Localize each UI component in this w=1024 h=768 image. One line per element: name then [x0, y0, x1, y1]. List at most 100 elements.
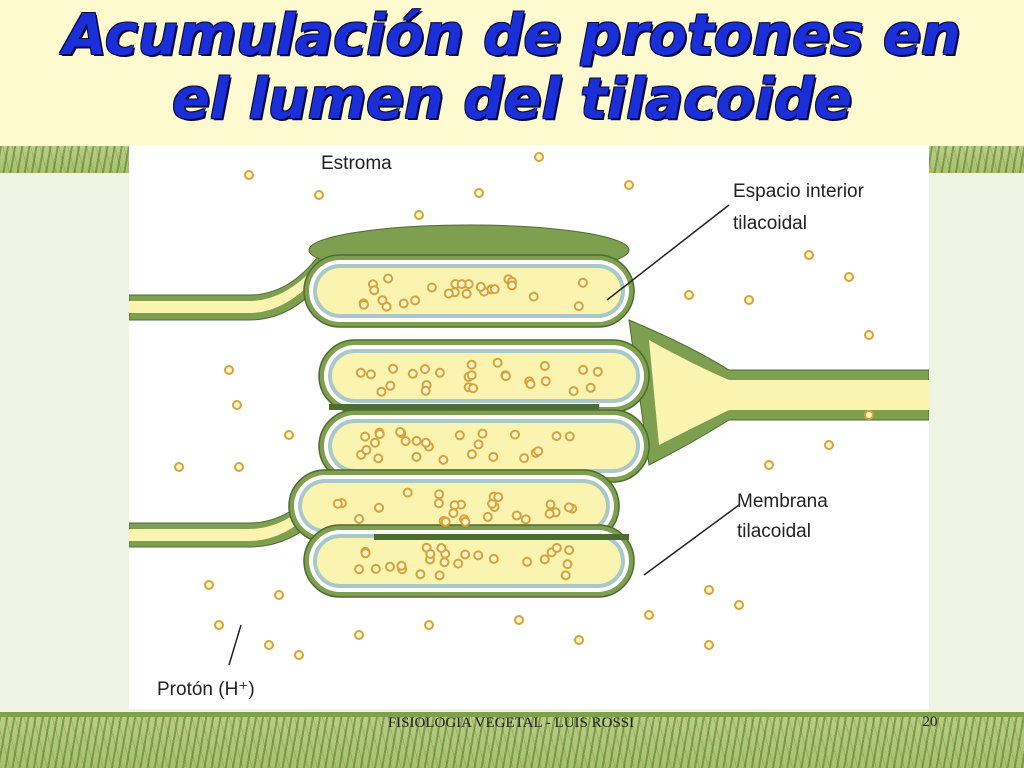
proton-stroma: [294, 650, 304, 660]
footer-rule: [0, 712, 1024, 717]
proton-lumen: [544, 508, 555, 519]
proton-stroma: [224, 365, 234, 375]
proton-stroma: [704, 585, 714, 595]
stroma-lamella-right: [628, 319, 929, 466]
thylakoid-diagram: Estroma Espacio interior tilacoidal Memb…: [129, 145, 929, 709]
proton-lumen: [374, 429, 385, 440]
proton-stroma: [234, 462, 244, 472]
proton-lumen: [438, 454, 449, 465]
proton-lumen: [488, 451, 499, 462]
proton-lumen: [477, 428, 488, 439]
slide-title-line-1: Acumulación de protones en: [63, 3, 961, 68]
label-stroma: Estroma: [321, 153, 392, 174]
proton-stroma: [704, 640, 714, 650]
proton-lumen: [564, 545, 575, 556]
proton-lumen: [370, 437, 380, 448]
proton-lumen: [388, 363, 398, 374]
proton-stroma: [264, 640, 274, 650]
proton-lumen: [511, 510, 522, 521]
protons-group: [174, 152, 874, 660]
proton-lumen: [454, 430, 465, 441]
proton-lumen: [374, 502, 384, 513]
proton-lumen: [488, 553, 499, 564]
proton-lumen: [396, 560, 407, 571]
proton-stroma: [174, 462, 184, 472]
proton-stroma: [232, 400, 242, 410]
proton-lumen: [562, 559, 573, 570]
label-membrane-line-1: Membrana: [737, 491, 828, 512]
proton-lumen: [577, 277, 588, 288]
proton-lumen: [500, 371, 511, 382]
proton-lumen: [434, 489, 445, 500]
proton-lumen: [421, 437, 431, 448]
proton-lumen: [369, 285, 380, 296]
proton-lumen: [434, 367, 445, 378]
proton-stroma: [864, 330, 874, 340]
label-lumen-line-2: tilacoidal: [733, 213, 807, 234]
proton-lumen: [383, 273, 394, 284]
proton-lumen: [460, 516, 471, 527]
proton-stroma: [744, 295, 754, 305]
proton-lumen: [433, 498, 444, 509]
proton-lumen: [563, 502, 574, 513]
proton-lumen: [461, 288, 472, 299]
proton-lumen: [456, 279, 467, 290]
proton-lumen: [434, 570, 445, 581]
proton-lumen: [360, 431, 371, 442]
proton-lumen: [468, 383, 479, 394]
proton-lumen: [361, 445, 372, 455]
stroma-lamella-left-top: [129, 253, 320, 321]
proton-leader-line: [228, 624, 242, 666]
proton-lumen: [492, 357, 503, 368]
proton-lumen: [510, 429, 520, 440]
proton-lumen: [398, 298, 409, 309]
proton-lumen: [448, 508, 459, 519]
proton-lumen: [370, 563, 381, 574]
thylakoid-diagram-svg: Estroma Espacio interior tilacoidal Memb…: [129, 152, 929, 700]
proton-stroma: [764, 460, 774, 470]
proton-lumen: [473, 439, 484, 450]
proton-lumen: [473, 550, 484, 561]
proton-lumen: [385, 380, 396, 391]
proton-lumen: [466, 359, 477, 370]
proton-lumen: [395, 427, 406, 437]
proton-lumen: [377, 295, 388, 306]
proton-stroma: [284, 430, 294, 440]
proton-lumen: [400, 436, 411, 447]
proton-lumen: [522, 556, 533, 567]
proton-stroma: [204, 580, 214, 590]
proton-lumen: [453, 558, 464, 569]
proton-stroma: [214, 620, 224, 630]
proton-lumen: [551, 542, 562, 553]
proton-lumen: [407, 368, 418, 379]
proton-lumen: [482, 511, 493, 522]
proton-lumen: [426, 282, 437, 293]
proton-stroma: [414, 210, 424, 220]
proton-stroma: [864, 410, 874, 420]
proton-lumen: [402, 487, 413, 498]
label-proton: Protón (H⁺): [157, 679, 255, 700]
proton-lumen: [528, 291, 539, 302]
proton-lumen: [489, 284, 500, 295]
proton-lumen: [420, 364, 430, 375]
footer-text: FISIOLOGIA VEGETAL - LUIS ROSSI: [387, 715, 635, 731]
proton-stroma: [804, 250, 814, 260]
proton-stroma: [474, 188, 484, 198]
proton-lumen: [466, 449, 477, 460]
label-membrane-line-2: tilacoidal: [737, 521, 811, 542]
proton-lumen: [573, 301, 584, 312]
grass-border-bottom: [0, 712, 1024, 768]
proton-stroma: [244, 170, 254, 180]
membrane-leader-line: [643, 504, 740, 576]
proton-stroma: [624, 180, 634, 190]
label-lumen-line-1: Espacio interior: [733, 181, 865, 202]
proton-lumen: [585, 382, 596, 393]
proton-stroma: [534, 152, 544, 162]
proton-lumen: [560, 570, 571, 581]
proton-lumen: [385, 561, 395, 572]
proton-lumen: [533, 446, 544, 457]
proton-lumen: [507, 280, 517, 291]
proton-lumen: [449, 500, 460, 511]
slide-title-line-2: el lumen del tilacoide: [171, 67, 853, 132]
proton-lumen: [539, 361, 550, 371]
